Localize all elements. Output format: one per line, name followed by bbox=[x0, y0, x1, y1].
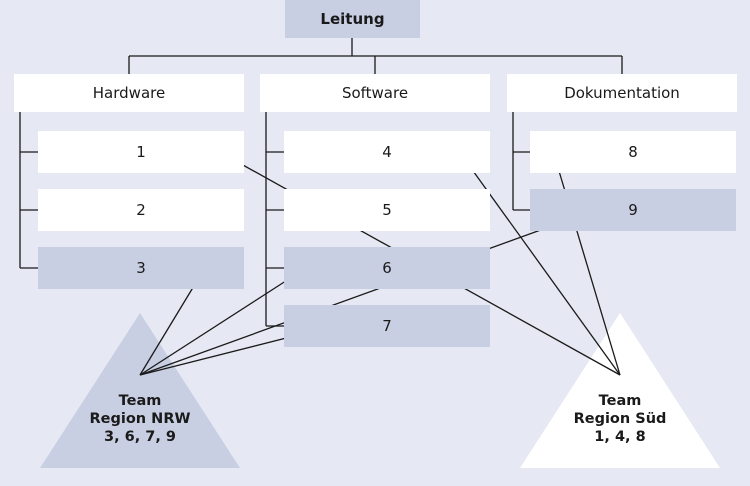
item-label-8: 8 bbox=[628, 143, 638, 161]
column-label-software: Software bbox=[341, 84, 409, 102]
column-header-hardware: Hardware bbox=[14, 74, 244, 112]
item-label-2: 2 bbox=[136, 201, 146, 219]
team-nrw-line1: Team bbox=[118, 393, 162, 409]
team-label-nrw: Team Region NRW 3, 6, 7, 9 bbox=[75, 392, 205, 446]
root-label: Leitung bbox=[320, 10, 385, 28]
arrow-nrw-to-9 bbox=[139, 222, 561, 376]
column-header-dokumentation: Dokumentation bbox=[507, 74, 737, 112]
item-label-4: 4 bbox=[382, 143, 392, 161]
item-label-7: 7 bbox=[382, 317, 392, 335]
team-sued-line2: Region Süd bbox=[573, 411, 667, 427]
team-nrw-line2: Region NRW bbox=[89, 411, 191, 427]
item-box-3: 3 bbox=[38, 247, 244, 289]
team-nrw-line3: 3, 6, 7, 9 bbox=[103, 429, 177, 445]
item-box-5: 5 bbox=[284, 189, 490, 231]
item-box-8: 8 bbox=[530, 131, 736, 173]
column-header-software: Software bbox=[260, 74, 490, 112]
item-label-9: 9 bbox=[628, 201, 638, 219]
item-label-3: 3 bbox=[136, 259, 146, 277]
item-box-4: 4 bbox=[284, 131, 490, 173]
arrow-sued-to-8 bbox=[551, 150, 621, 376]
item-label-6: 6 bbox=[382, 259, 392, 277]
item-box-6: 6 bbox=[284, 247, 490, 289]
team-label-sued: Team Region Süd 1, 4, 8 bbox=[555, 392, 685, 446]
item-label-1: 1 bbox=[136, 143, 146, 161]
item-box-7: 7 bbox=[284, 305, 490, 347]
arrow-nrw-to-7 bbox=[139, 331, 307, 376]
team-sued-line1: Team bbox=[598, 393, 642, 409]
item-box-1: 1 bbox=[38, 131, 244, 173]
column-label-dokumentation: Dokumentation bbox=[564, 84, 680, 102]
item-label-5: 5 bbox=[382, 201, 392, 219]
item-box-9: 9 bbox=[530, 189, 736, 231]
column-label-hardware: Hardware bbox=[92, 84, 166, 102]
team-sued-line3: 1, 4, 8 bbox=[594, 429, 646, 445]
root-box-leitung: Leitung bbox=[285, 0, 420, 38]
item-box-2: 2 bbox=[38, 189, 244, 231]
